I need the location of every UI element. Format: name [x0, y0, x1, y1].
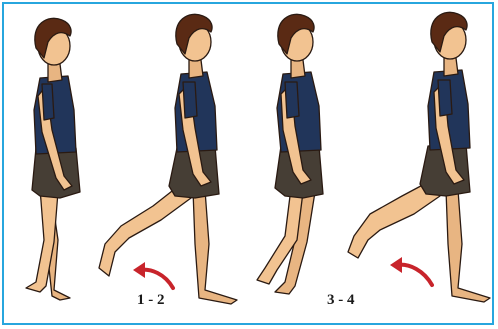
step-label-3-4: 3 - 4 — [327, 292, 355, 309]
curved-arrow-icon — [388, 255, 436, 289]
boy-figure-standing-crossed — [245, 0, 355, 329]
curved-arrow-icon — [131, 260, 177, 292]
step-label-1-2: 1 - 2 — [137, 292, 165, 309]
